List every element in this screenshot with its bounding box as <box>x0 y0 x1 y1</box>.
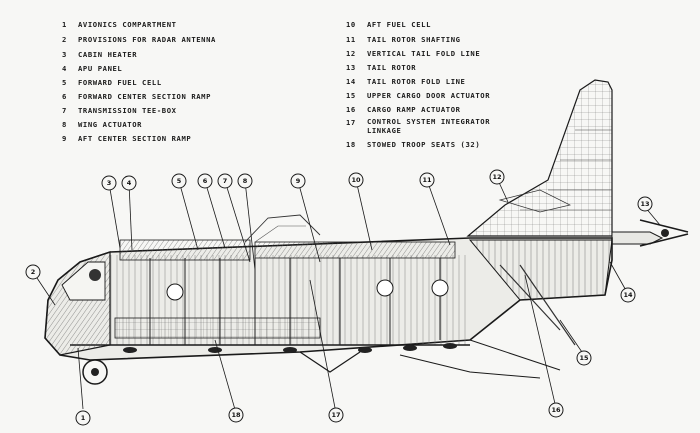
svg-text:8: 8 <box>243 177 248 185</box>
legend-item: 13 TAIL ROTOR <box>346 63 417 72</box>
svg-text:16: 16 <box>551 406 561 414</box>
legend-item: 12 VERTICAL TAIL FOLD LINE <box>346 49 481 58</box>
callout-marker: 10 <box>348 172 364 188</box>
callout-marker: 18 <box>228 407 244 423</box>
legend-item: 11 TAIL ROTOR SHAFTING <box>346 35 461 44</box>
callout-marker: 2 <box>25 264 41 280</box>
legend-item: 14 TAIL ROTOR FOLD LINE <box>346 77 466 86</box>
svg-text:2: 2 <box>31 268 36 276</box>
callout-marker: 9 <box>290 173 306 189</box>
legend-item: 18 STOWED TROOP SEATS (32) <box>346 140 481 149</box>
callout-marker: 4 <box>121 175 137 191</box>
callout-marker: 8 <box>237 173 253 189</box>
callout-marker: 16 <box>548 402 564 418</box>
callout-marker: 14 <box>620 287 636 303</box>
svg-text:15: 15 <box>579 354 589 362</box>
callout-marker: 13 <box>637 196 653 212</box>
tail-rotor <box>611 219 689 247</box>
legend-item: 16 CARGO RAMP ACTUATOR <box>346 105 461 114</box>
legend-item: 17 CONTROL SYSTEM INTEGRATOR LINKAGE <box>346 117 491 135</box>
svg-text:10: 10 <box>351 176 361 184</box>
svg-text:12: 12 <box>492 173 501 181</box>
svg-text:14: 14 <box>623 291 633 299</box>
callout-marker: 17 <box>328 407 344 423</box>
fuselage <box>44 214 613 371</box>
svg-text:17: 17 <box>331 411 340 419</box>
landing-gear <box>82 351 541 385</box>
callout-marker: 5 <box>171 173 187 189</box>
callout-marker: 11 <box>419 172 435 188</box>
legend-item: 15 UPPER CARGO DOOR ACTUATOR <box>346 91 491 100</box>
leader-lines <box>32 177 661 414</box>
vertical-tail <box>466 79 613 237</box>
callout-marker: 3 <box>101 175 117 191</box>
svg-text:3: 3 <box>107 179 112 187</box>
svg-text:9: 9 <box>296 177 301 185</box>
callout-markers: 1 2 3 4 5 6 7 8 9 10 11 12 13 14 15 16 1… <box>25 169 653 426</box>
callout-marker: 6 <box>197 173 213 189</box>
callout-marker: 12 <box>489 169 505 185</box>
svg-text:1: 1 <box>81 414 86 422</box>
svg-text:5: 5 <box>177 177 182 185</box>
callout-marker: 1 <box>75 410 91 426</box>
svg-text:4: 4 <box>127 179 132 187</box>
svg-text:11: 11 <box>422 176 432 184</box>
callout-marker: 7 <box>217 173 233 189</box>
legend-item: 10 AFT FUEL CELL <box>346 20 431 29</box>
svg-text:18: 18 <box>231 411 241 419</box>
svg-text:7: 7 <box>223 177 228 185</box>
svg-text:6: 6 <box>203 177 208 185</box>
callout-marker: 15 <box>576 350 592 366</box>
svg-text:13: 13 <box>640 200 649 208</box>
cockpit-nose <box>44 251 111 356</box>
